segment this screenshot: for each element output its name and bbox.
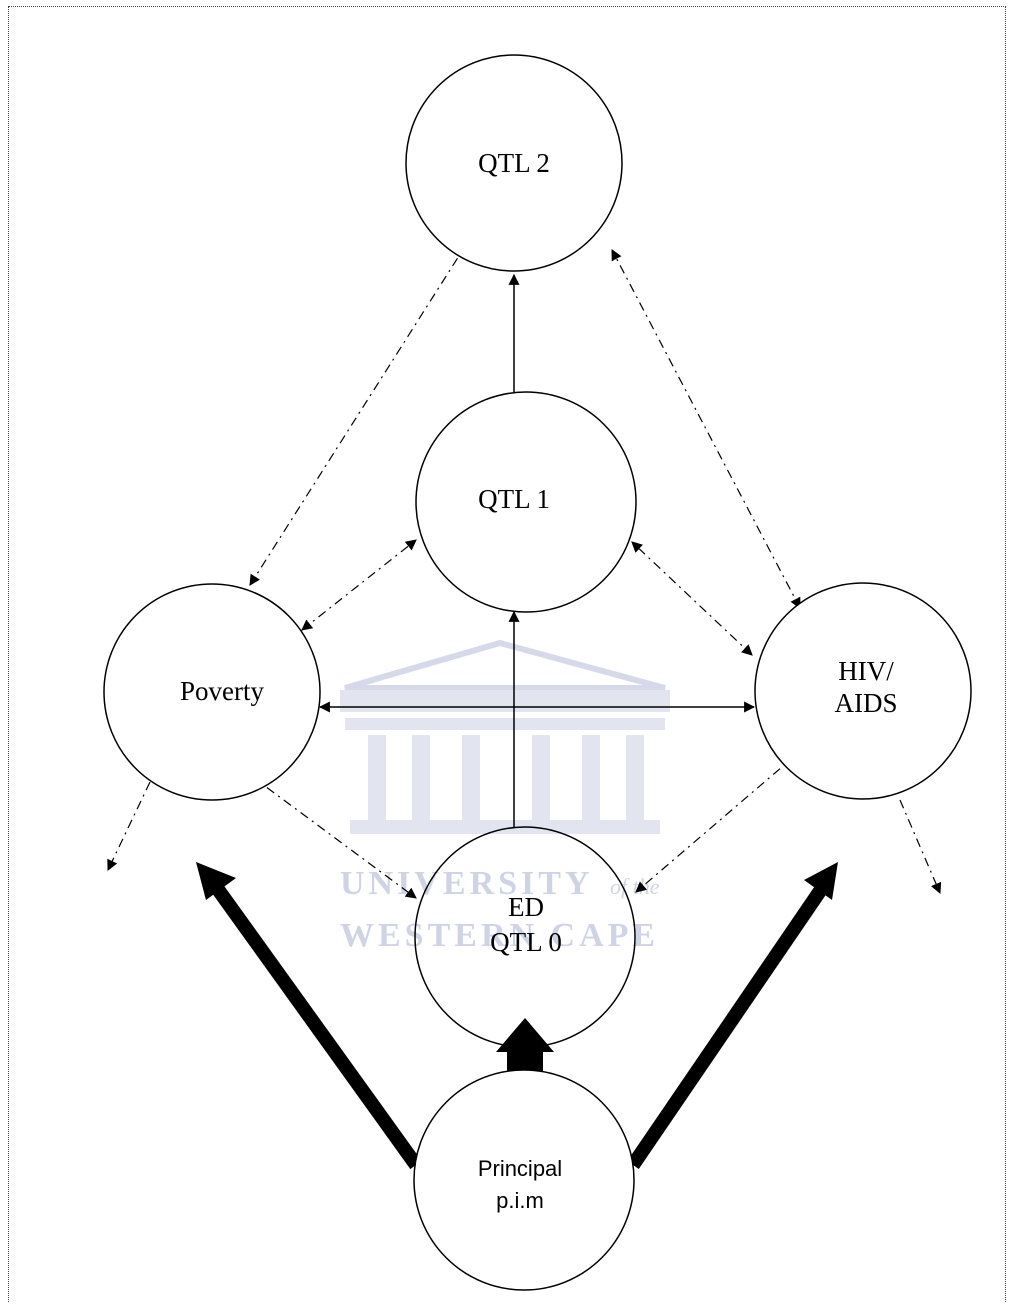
node-poverty-label: Poverty: [180, 676, 264, 706]
node-ed-qtl0: ED QTL 0: [414, 826, 636, 1048]
arrow-poverty-ed: [249, 774, 417, 899]
diagram-frame: [8, 6, 1006, 1302]
thick-arrow-principal-ed-head: [496, 1018, 554, 1052]
node-qtl2-label: QTL 2: [478, 148, 550, 178]
node-principal: Principal p.i.m: [413, 1069, 635, 1291]
node-principal-label-line2: p.i.m: [496, 1188, 544, 1213]
node-poverty: Poverty: [103, 583, 321, 801]
thick-arrow-principal-poverty: [211, 883, 422, 1170]
arrow-poverty-qtl2: [249, 247, 465, 586]
node-hiv-label-line1: HIV/: [838, 656, 894, 686]
node-principal-label-line1: Principal: [478, 1156, 562, 1181]
node-hiv-aids: HIV/ AIDS: [754, 582, 972, 800]
watermark-line2: WESTERN CAPE: [340, 917, 659, 954]
arrow-poverty-out: [107, 781, 151, 871]
node-qtl2: QTL 2: [405, 54, 623, 272]
node-qtl1-label: QTL 1: [478, 484, 550, 514]
university-watermark: [340, 639, 670, 834]
thick-arrow-principal-hiv: [627, 884, 828, 1169]
thick-arrowhead-hiv: [804, 862, 838, 900]
arrow-hiv-qtl2: [611, 249, 801, 609]
arrow-hiv-ed: [635, 754, 797, 893]
node-ed-label-line1: ED: [508, 892, 544, 922]
node-ed-label-line2: QTL 0: [490, 927, 562, 957]
arrow-hiv-qtl1: [631, 541, 753, 656]
arrow-hiv-out: [899, 799, 942, 895]
node-qtl1: QTL 1: [415, 391, 637, 613]
arrow-poverty-qtl1: [301, 539, 417, 631]
node-hiv-label-line2: AIDS: [834, 688, 897, 718]
